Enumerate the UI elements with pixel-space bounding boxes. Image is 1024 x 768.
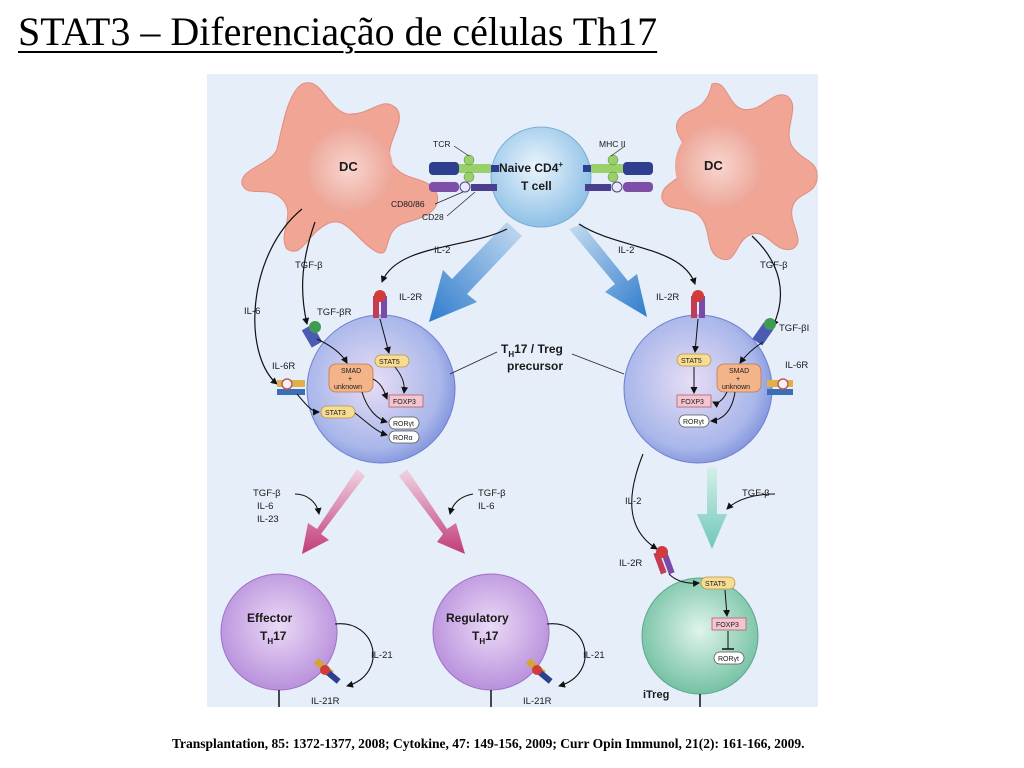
smad-right-1: SMAD bbox=[729, 368, 749, 375]
il21r-a-label: IL-21R bbox=[311, 696, 340, 707]
tgfb-itreg-label: TGF-β bbox=[742, 488, 770, 499]
il6r-left-label: IL-6R bbox=[272, 361, 295, 372]
rora-left: RORα bbox=[393, 435, 413, 442]
il6r-right-label: IL-6R bbox=[785, 360, 808, 371]
smad-left-1: SMAD bbox=[341, 368, 361, 375]
cyt-effector-1: IL-6 bbox=[257, 501, 273, 512]
slide-title: STAT3 – Diferenciação de células Th17 bbox=[18, 8, 657, 55]
tgfbr-right-label: TGF-βI bbox=[779, 323, 809, 334]
il21r-b-label: IL-21R bbox=[523, 696, 552, 707]
il2-left-label: IL-2 bbox=[434, 245, 450, 256]
stat5-left: STAT5 bbox=[379, 359, 400, 366]
magenta-arrow-regulatory bbox=[399, 469, 465, 554]
tgfb-arrow-right bbox=[752, 236, 780, 326]
tgfb-left-label: TGF-β bbox=[295, 260, 323, 271]
tgfbr-left-label: TGF-βR bbox=[317, 307, 352, 318]
precursor-label-1: TH17 / Treg bbox=[501, 342, 563, 359]
il2r-right-label: IL-2R bbox=[656, 292, 679, 303]
naive-cd4-t-cell: Naive CD4+ T cell bbox=[491, 127, 591, 227]
effector-label-1: Effector bbox=[247, 611, 293, 625]
itreg-label: iTreg bbox=[643, 689, 669, 701]
dendritic-cell-right: DC bbox=[662, 83, 817, 259]
tcr-mhc-synapse-right bbox=[583, 155, 653, 192]
naive-cell-label: Naive CD4+ bbox=[499, 160, 563, 175]
itreg-cell: STAT5 FOXP3 RORγt iTreg bbox=[642, 546, 758, 707]
diagram-canvas: DC DC Naive CD4+ T cell TCR MHC II bbox=[207, 74, 818, 707]
blue-arrow-left bbox=[429, 222, 522, 322]
naive-cell-label-2: T cell bbox=[521, 179, 552, 193]
il2-right-label: IL-2 bbox=[618, 245, 634, 256]
regulatory-label-1: Regulatory bbox=[446, 611, 509, 625]
rorgt-right: RORγt bbox=[683, 419, 704, 426]
il2r-left-label: IL-2R bbox=[399, 292, 422, 303]
magenta-arrow-effector bbox=[302, 469, 365, 554]
citation: Transplantation, 85: 1372-1377, 2008; Cy… bbox=[172, 736, 805, 752]
stat3-left: STAT3 bbox=[325, 410, 346, 417]
il21-a-label: IL-21 bbox=[371, 650, 393, 661]
tgfb-right-label: TGF-β bbox=[760, 260, 788, 271]
smad-left-2: + bbox=[348, 376, 352, 383]
tcr-mhc-synapse-left bbox=[429, 155, 499, 192]
effector-th17-cell: Effector TH17 bbox=[221, 574, 341, 707]
foxp3-itreg: FOXP3 bbox=[716, 622, 739, 629]
cd28-label: CD28 bbox=[422, 212, 444, 222]
stat5-right: STAT5 bbox=[681, 358, 702, 365]
rorgt-itreg: RORγt bbox=[718, 656, 739, 663]
foxp3-left: FOXP3 bbox=[393, 399, 416, 406]
regulatory-th17-cell: Regulatory TH17 bbox=[433, 574, 553, 707]
cyt-regulatory-0: TGF-β bbox=[478, 488, 506, 499]
cyt-effector-2: IL-23 bbox=[257, 514, 279, 525]
mhc-label: MHC II bbox=[599, 139, 625, 149]
smad-left-3: unknown bbox=[334, 384, 362, 391]
il21-b-label: IL-21 bbox=[583, 650, 605, 661]
th17-treg-precursor-right bbox=[624, 290, 793, 463]
th17-differentiation-figure: DC DC Naive CD4+ T cell TCR MHC II bbox=[207, 74, 818, 707]
foxp3-right: FOXP3 bbox=[681, 399, 704, 406]
il2-itreg-label: IL-2 bbox=[625, 496, 641, 507]
dc-left-label: DC bbox=[339, 159, 358, 174]
il6-label: IL-6 bbox=[244, 306, 260, 317]
tcr-label: TCR bbox=[433, 139, 450, 149]
cyt-regulatory-1: IL-6 bbox=[478, 501, 494, 512]
il2r-itreg-label: IL-2R bbox=[619, 558, 642, 569]
dc-right-label: DC bbox=[704, 158, 723, 173]
precursor-label-2: precursor bbox=[507, 359, 563, 373]
cyt-effector-0: TGF-β bbox=[253, 488, 281, 499]
smad-right-2: + bbox=[736, 376, 740, 383]
dendritic-cell-left: DC bbox=[242, 83, 438, 253]
teal-arrow-itreg bbox=[697, 467, 727, 549]
cd80-label: CD80/86 bbox=[391, 199, 425, 209]
smad-right-3: unknown bbox=[722, 384, 750, 391]
rorgt-left: RORγt bbox=[393, 421, 414, 428]
stat5-itreg: STAT5 bbox=[705, 581, 726, 588]
